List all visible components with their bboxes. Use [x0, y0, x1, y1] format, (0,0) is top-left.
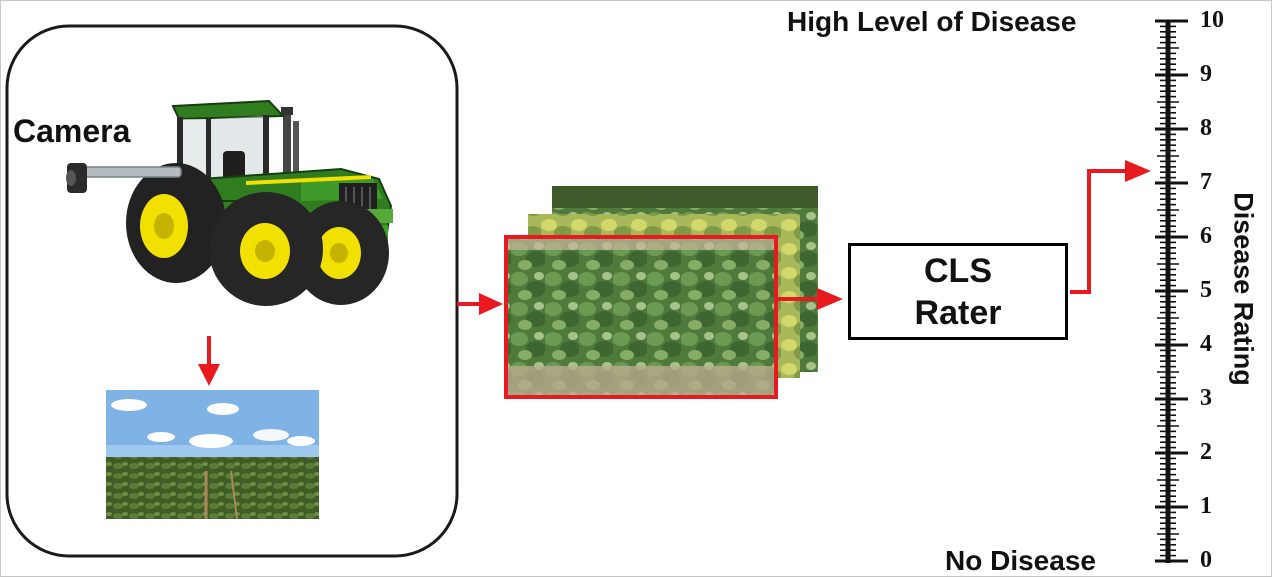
tick-label: 3	[1200, 385, 1212, 411]
tick-label: 2	[1200, 439, 1212, 465]
tick-label: 1	[1200, 493, 1212, 519]
tick-label: 0	[1200, 547, 1212, 573]
camera-label: Camera	[13, 113, 131, 149]
high-disease-label: High Level of Disease	[787, 6, 1077, 37]
tick-label: 5	[1200, 277, 1212, 303]
tick-label: 7	[1200, 169, 1212, 195]
tick-label: 6	[1200, 223, 1212, 249]
rater-line-1: CLS	[924, 251, 992, 290]
no-disease-label: No Disease	[945, 545, 1096, 576]
cls-rater-box: CLS Rater	[848, 243, 1068, 340]
field-photo-icon	[106, 390, 319, 520]
arrow-panel-to-images	[457, 293, 503, 315]
tractor-icon	[126, 99, 393, 306]
tick-label: 10	[1200, 7, 1224, 33]
disease-rating-scale	[1155, 19, 1188, 563]
tick-label: 4	[1200, 331, 1212, 357]
arrow-tractor-to-photo	[198, 336, 220, 386]
arrow-images-to-rater	[777, 288, 843, 310]
crop-image-stack-icon	[504, 186, 818, 399]
axis-title: Disease Rating	[1228, 192, 1259, 386]
rater-line-2: Rater	[914, 293, 1002, 332]
tick-label: 8	[1200, 115, 1212, 141]
tick-label: 9	[1200, 61, 1212, 87]
camera-icon	[66, 163, 182, 193]
arrow-rater-to-scale	[1070, 160, 1151, 294]
